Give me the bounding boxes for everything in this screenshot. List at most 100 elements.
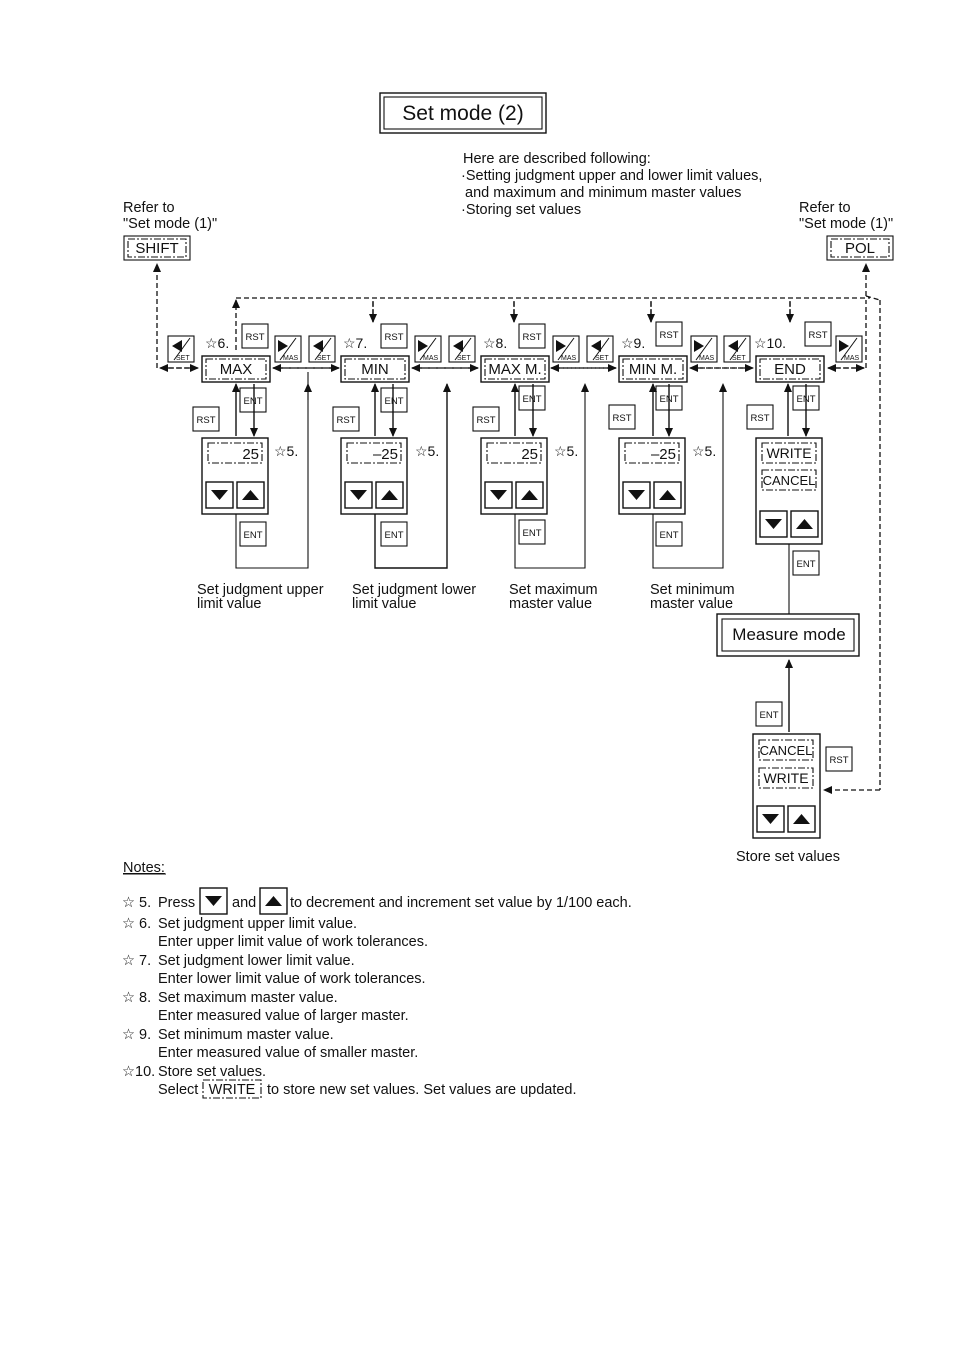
display-value-max: 25 xyxy=(242,446,259,463)
page-title: Set mode (2) xyxy=(402,102,523,125)
ref-right-line1: Refer to xyxy=(799,200,851,216)
svg-text:RST: RST xyxy=(660,330,679,341)
note-down-arrow-icon xyxy=(205,896,222,906)
ent-key-mid-4: ENT xyxy=(655,385,683,411)
caption-minm-2: master value xyxy=(650,596,733,612)
note-6-line1: Set judgment upper limit value. xyxy=(158,916,357,932)
description-item-3: ·Storing set values xyxy=(461,202,581,218)
up-arrow-icon xyxy=(659,490,676,500)
note-6-line2: Enter upper limit value of work toleranc… xyxy=(158,934,428,950)
mode-box-end: END ☆10. xyxy=(754,335,825,383)
end-option-write: WRITE xyxy=(766,445,811,461)
down-arrow-icon xyxy=(490,490,507,500)
measure-mode-box: Measure mode xyxy=(716,613,860,657)
down-arrow-icon xyxy=(762,814,779,824)
star-5-max: ☆5. xyxy=(274,443,298,459)
note-10-line1: Store set values. xyxy=(158,1064,266,1080)
set-key-5-label: SET xyxy=(732,355,746,362)
svg-text:RST: RST xyxy=(477,415,496,426)
ent-key-low-4: ENT xyxy=(655,521,683,547)
panel-return-loops xyxy=(235,372,727,569)
svg-text:ENT: ENT xyxy=(660,394,679,405)
description-item-1: ·Setting judgment upper and lower limit … xyxy=(461,168,762,184)
svg-text:RST: RST xyxy=(613,413,632,424)
panel-end: WRITE CANCEL xyxy=(755,437,823,545)
note-10-star: ☆10. xyxy=(122,1064,155,1080)
note-10-select: Select xyxy=(158,1082,198,1098)
description-heading: Here are described following: xyxy=(463,151,651,167)
set-key-1-label: SET xyxy=(176,355,190,362)
svg-text:ENT: ENT xyxy=(660,530,679,541)
notes: Notes: ☆ 5. Press and to decrement and i… xyxy=(122,860,632,1099)
down-arrow-icon xyxy=(211,490,228,500)
svg-text:ENT: ENT xyxy=(385,396,404,407)
notes-heading: Notes: xyxy=(123,860,165,876)
note-8-line2: Enter measured value of larger master. xyxy=(158,1008,409,1024)
set-key-4: SET xyxy=(586,335,614,363)
up-arrow-icon xyxy=(796,519,813,529)
caption-max-1: Set judgment upper xyxy=(197,582,324,598)
rst-key-top-1: RST xyxy=(241,323,269,349)
note-10-rest: to store new set values. Set values are … xyxy=(267,1082,577,1098)
ent-key-low-3: ENT xyxy=(518,519,546,545)
panel-max: 25 ☆5. xyxy=(201,437,298,515)
mode-box-min: MIN ☆7. xyxy=(340,335,410,383)
set-key-3: SET xyxy=(448,335,476,363)
svg-text:RST: RST xyxy=(830,755,849,766)
rst-key-top-4: RST xyxy=(655,321,683,347)
rst-key-top-2: RST xyxy=(380,323,408,349)
mas-key-3: MAS xyxy=(552,335,580,363)
rst-key-mid-4: RST xyxy=(608,404,636,430)
set-key-3-label: SET xyxy=(457,355,471,362)
title-box: Set mode (2) xyxy=(379,92,547,134)
mode-box-max: MAX ☆6. xyxy=(201,335,271,383)
note-7-line2: Enter lower limit value of work toleranc… xyxy=(158,971,426,987)
note-5-star: ☆ 5. xyxy=(122,895,151,911)
rst-key-mid-5: RST xyxy=(746,404,774,430)
ent-key-mid-2: ENT xyxy=(380,387,408,413)
caption-minm-1: Set minimum xyxy=(650,582,735,598)
note-7-star: ☆ 7. xyxy=(122,953,151,969)
star-5-maxm: ☆5. xyxy=(554,443,578,459)
svg-text:ENT: ENT xyxy=(523,528,542,539)
svg-text:ENT: ENT xyxy=(523,394,542,405)
ent-key-mid-5: ENT xyxy=(792,385,820,411)
star-9: ☆9. xyxy=(621,335,645,351)
display-value-min: –25 xyxy=(373,446,398,463)
svg-text:RST: RST xyxy=(809,330,828,341)
star-5-minm: ☆5. xyxy=(692,443,716,459)
set-key-4-label: SET xyxy=(595,355,609,362)
ref-left: Refer to "Set mode (1)" SHIFT xyxy=(123,200,217,261)
svg-text:RST: RST xyxy=(246,332,265,343)
note-8-star: ☆ 8. xyxy=(122,990,151,1006)
ref-right-line2: "Set mode (1)" xyxy=(799,216,893,232)
svg-text:ENT: ENT xyxy=(385,530,404,541)
ref-left-line2: "Set mode (1)" xyxy=(123,216,217,232)
description: Here are described following: ·Setting j… xyxy=(461,151,762,218)
mode-box-maxm: MAX M. ☆8. xyxy=(480,335,550,383)
caption-min-1: Set judgment lower xyxy=(352,582,476,598)
panel-store: CANCEL WRITE xyxy=(752,733,821,839)
mode-label-minm: MIN M. xyxy=(629,361,677,378)
mode-label-maxm: MAX M. xyxy=(488,361,541,378)
mode-box-minm: MIN M. ☆9. xyxy=(618,335,688,383)
return-bus xyxy=(153,263,881,794)
captions: Set judgment upper limit value Set judgm… xyxy=(197,582,735,612)
mas-key-5-label: MAS xyxy=(844,355,860,362)
panel-maxm: 25 ☆5. xyxy=(480,437,578,515)
up-arrow-icon xyxy=(521,490,538,500)
mode-label-max: MAX xyxy=(220,361,253,378)
down-arrow-icon xyxy=(765,519,782,529)
caption-maxm-1: Set maximum xyxy=(509,582,598,598)
ref-left-line1: Refer to xyxy=(123,200,175,216)
star-10: ☆10. xyxy=(754,335,786,351)
ent-key-low-2: ENT xyxy=(380,521,408,547)
ent-key-mid-1: ENT xyxy=(239,387,267,413)
rst-key-store: RST xyxy=(825,746,853,772)
svg-text:RST: RST xyxy=(385,332,404,343)
svg-text:ENT: ENT xyxy=(797,394,816,405)
ent-key-end-low: ENT xyxy=(792,550,820,576)
svg-text:RST: RST xyxy=(337,415,356,426)
up-arrow-icon xyxy=(381,490,398,500)
